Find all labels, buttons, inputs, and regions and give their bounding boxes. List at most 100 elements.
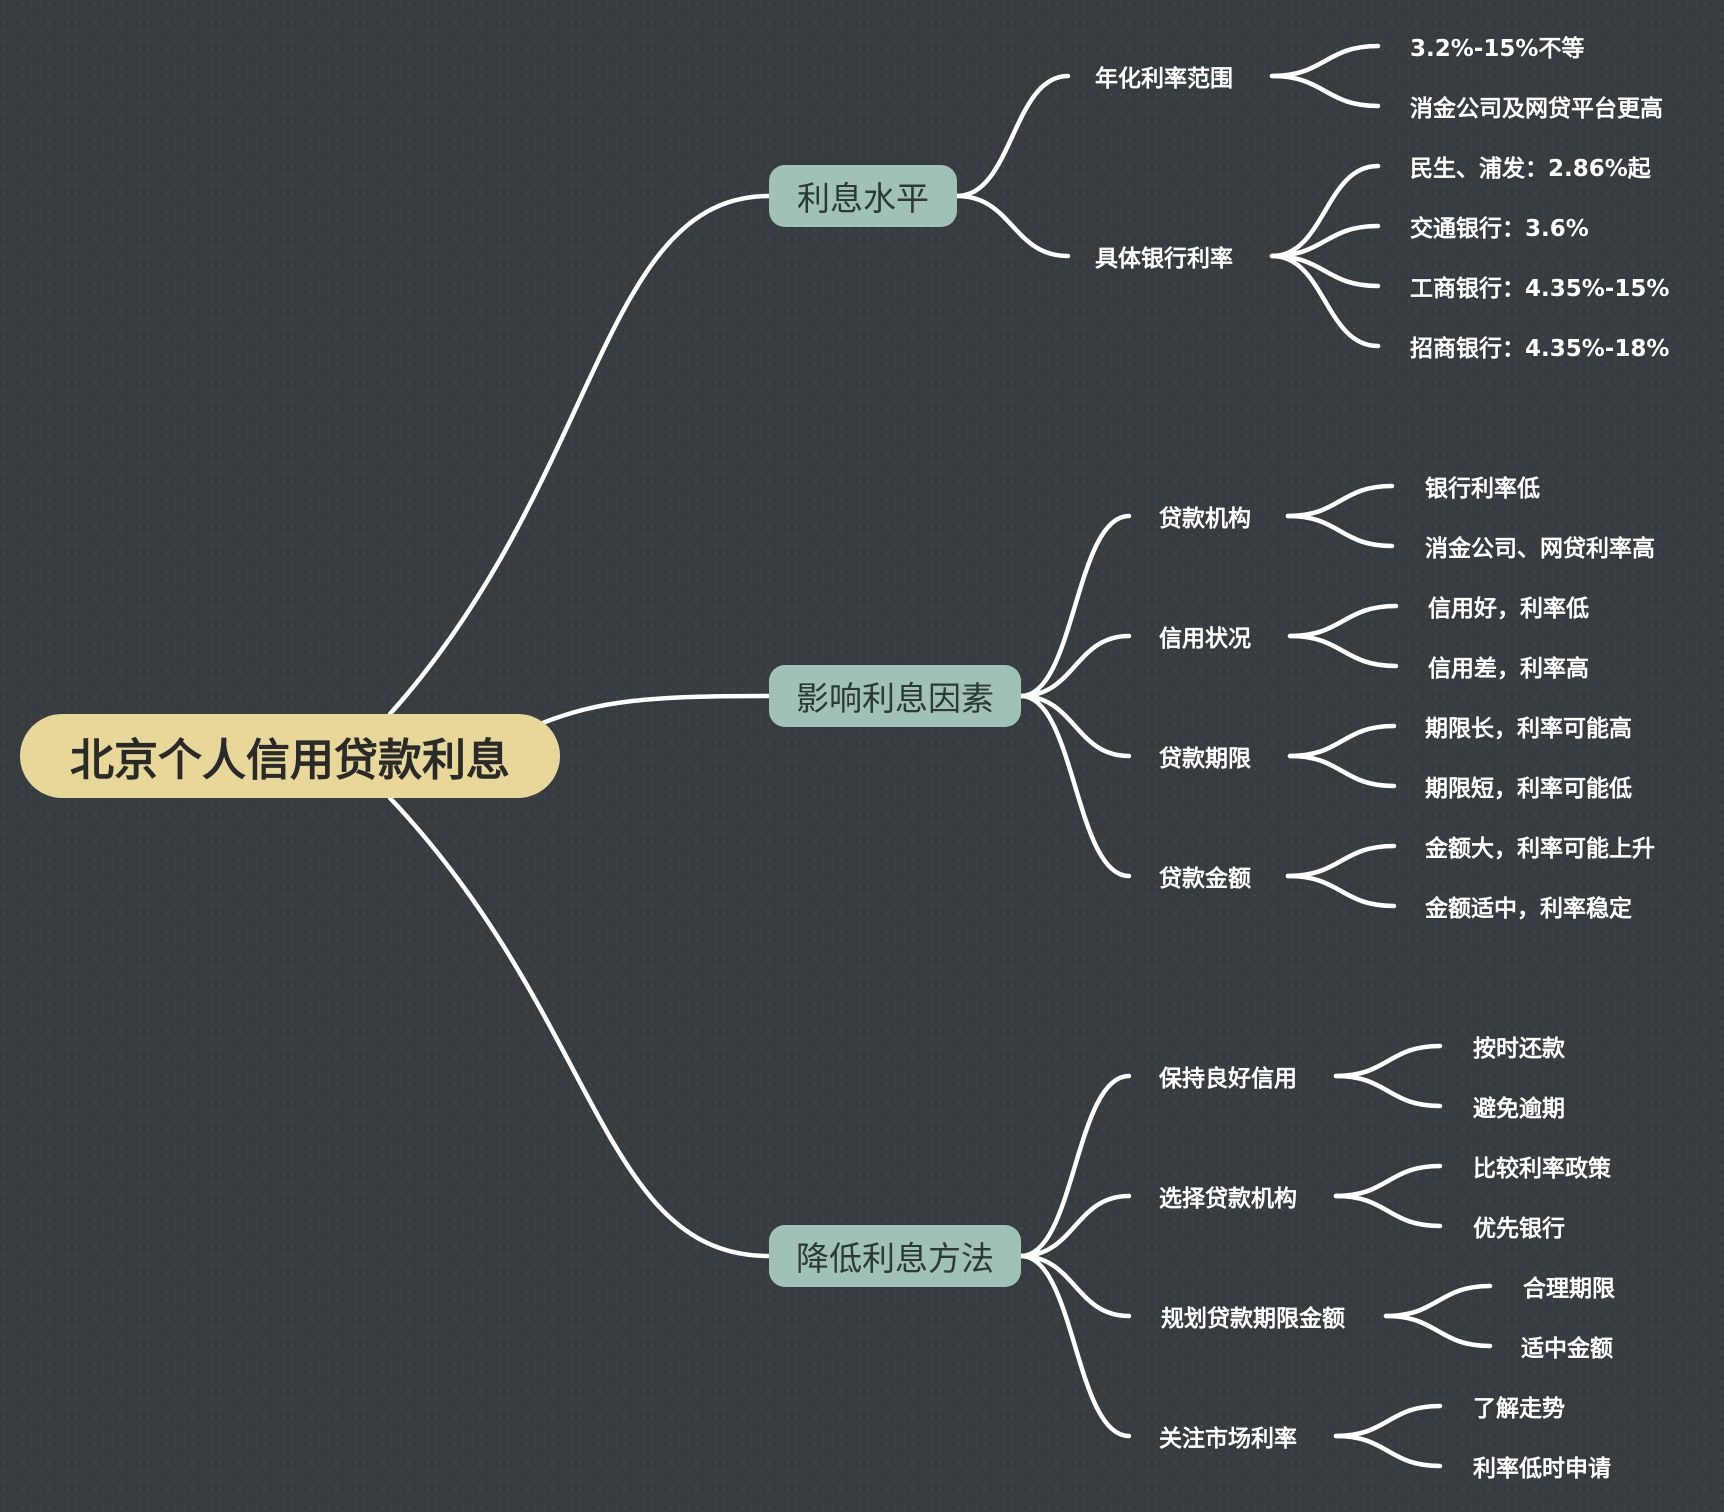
leaf-label: 比较利率政策 bbox=[1473, 1156, 1611, 1182]
branch-label: 降低利息方法 bbox=[796, 1239, 994, 1278]
leaf-node[interactable]: 交通银行：3.6% bbox=[1410, 208, 1589, 244]
leaf-link bbox=[1333, 1163, 1443, 1199]
leaf-link bbox=[1383, 1283, 1493, 1319]
sub-label: 信用状况 bbox=[1159, 626, 1251, 652]
leaf-label: 期限短，利率可能低 bbox=[1425, 776, 1632, 802]
leaf-node[interactable]: 期限短，利率可能低 bbox=[1425, 768, 1632, 804]
branch-label: 利息水平 bbox=[797, 179, 929, 218]
leaf-label: 信用差，利率高 bbox=[1428, 656, 1589, 682]
sub-node[interactable]: 贷款期限 bbox=[1159, 738, 1251, 774]
sub-label: 年化利率范围 bbox=[1095, 66, 1233, 92]
leaf-node[interactable]: 按时还款 bbox=[1473, 1028, 1565, 1064]
leaf-label: 信用好，利率低 bbox=[1428, 596, 1589, 622]
branch-link bbox=[1018, 1193, 1132, 1259]
sub-label: 贷款机构 bbox=[1159, 506, 1251, 532]
sub-node[interactable]: 规划贷款期限金额 bbox=[1161, 1298, 1345, 1334]
root-link bbox=[387, 795, 772, 1259]
leaf-link bbox=[1269, 43, 1381, 79]
leaf-label: 了解走势 bbox=[1473, 1396, 1565, 1422]
leaf-label: 民生、浦发：2.86%起 bbox=[1410, 156, 1651, 182]
sub-label: 贷款期限 bbox=[1159, 746, 1251, 772]
leaf-node[interactable]: 3.2%-15%不等 bbox=[1410, 28, 1584, 64]
leaf-label: 利率低时申请 bbox=[1473, 1456, 1611, 1482]
sub-node[interactable]: 年化利率范围 bbox=[1095, 58, 1233, 94]
leaf-link bbox=[1287, 723, 1397, 759]
leaf-node[interactable]: 民生、浦发：2.86%起 bbox=[1410, 148, 1651, 184]
leaf-node[interactable]: 金额适中，利率稳定 bbox=[1425, 888, 1632, 924]
leaf-link bbox=[1269, 73, 1381, 109]
leaf-node[interactable]: 工商银行：4.35%-15% bbox=[1410, 268, 1669, 304]
leaf-node[interactable]: 了解走势 bbox=[1473, 1388, 1565, 1424]
branch-link bbox=[954, 73, 1071, 199]
sub-label: 选择贷款机构 bbox=[1159, 1186, 1297, 1212]
leaf-label: 避免逾期 bbox=[1473, 1096, 1565, 1122]
leaf-link bbox=[1269, 253, 1381, 349]
sub-label: 规划贷款期限金额 bbox=[1161, 1306, 1345, 1332]
leaf-label: 期限长，利率可能高 bbox=[1425, 716, 1632, 742]
leaf-node[interactable]: 避免逾期 bbox=[1473, 1088, 1565, 1124]
sub-label: 贷款金额 bbox=[1159, 866, 1251, 892]
branch-link bbox=[1018, 633, 1132, 699]
leaf-label: 优先银行 bbox=[1473, 1216, 1565, 1242]
branch-link bbox=[954, 193, 1071, 259]
leaf-link bbox=[1333, 1193, 1443, 1229]
leaf-node[interactable]: 信用差，利率高 bbox=[1428, 648, 1589, 684]
leaf-node[interactable]: 信用好，利率低 bbox=[1428, 588, 1589, 624]
leaf-link bbox=[1287, 633, 1399, 669]
branch-link bbox=[1018, 513, 1132, 699]
leaf-node[interactable]: 银行利率低 bbox=[1425, 468, 1540, 504]
leaf-label: 消金公司及网贷平台更高 bbox=[1410, 96, 1663, 122]
branch-interest-level[interactable]: 利息水平 bbox=[769, 165, 957, 227]
leaf-link bbox=[1333, 1043, 1443, 1079]
leaf-node[interactable]: 适中金额 bbox=[1521, 1328, 1613, 1364]
leaf-label: 消金公司、网贷利率高 bbox=[1425, 536, 1655, 562]
sub-node[interactable]: 贷款金额 bbox=[1159, 858, 1251, 894]
sub-node[interactable]: 保持良好信用 bbox=[1159, 1058, 1297, 1094]
leaf-label: 金额适中，利率稳定 bbox=[1425, 896, 1632, 922]
leaf-node[interactable]: 优先银行 bbox=[1473, 1208, 1565, 1244]
leaf-node[interactable]: 消金公司、网贷利率高 bbox=[1425, 528, 1655, 564]
leaf-label: 银行利率低 bbox=[1425, 476, 1540, 502]
root-node[interactable]: 北京个人信用贷款利息 bbox=[20, 714, 560, 798]
sub-node[interactable]: 信用状况 bbox=[1159, 618, 1251, 654]
sub-node[interactable]: 选择贷款机构 bbox=[1159, 1178, 1297, 1214]
leaf-label: 按时还款 bbox=[1473, 1036, 1565, 1062]
leaf-link bbox=[1333, 1403, 1443, 1439]
leaf-node[interactable]: 比较利率政策 bbox=[1473, 1148, 1611, 1184]
leaf-node[interactable]: 合理期限 bbox=[1523, 1268, 1615, 1304]
branch-reduce-interest[interactable]: 降低利息方法 bbox=[769, 1225, 1021, 1287]
leaf-link bbox=[1333, 1073, 1443, 1109]
leaf-node[interactable]: 消金公司及网贷平台更高 bbox=[1410, 88, 1663, 124]
root-link bbox=[387, 193, 772, 717]
leaf-label: 3.2%-15%不等 bbox=[1410, 36, 1585, 62]
leaf-link bbox=[1383, 1313, 1493, 1349]
sub-label: 关注市场利率 bbox=[1159, 1426, 1297, 1452]
leaf-link bbox=[1285, 873, 1397, 909]
leaf-link bbox=[1285, 513, 1395, 549]
leaf-node[interactable]: 金额大，利率可能上升 bbox=[1425, 828, 1655, 864]
leaf-node[interactable]: 期限长，利率可能高 bbox=[1425, 708, 1632, 744]
leaf-label: 招商银行：4.35%-18% bbox=[1410, 336, 1670, 362]
leaf-link bbox=[1285, 843, 1397, 879]
leaf-link bbox=[1333, 1433, 1443, 1469]
leaf-node[interactable]: 招商银行：4.35%-18% bbox=[1410, 328, 1669, 364]
leaf-link bbox=[1269, 163, 1381, 259]
leaf-label: 适中金额 bbox=[1521, 1336, 1613, 1362]
leaf-label: 工商银行：4.35%-15% bbox=[1410, 276, 1670, 302]
branch-link bbox=[1018, 693, 1132, 879]
leaf-link bbox=[1287, 603, 1399, 639]
root-label: 北京个人信用贷款利息 bbox=[70, 735, 510, 786]
leaf-link bbox=[1287, 753, 1397, 789]
sub-label: 保持良好信用 bbox=[1159, 1066, 1297, 1092]
branch-link bbox=[1018, 1253, 1132, 1319]
leaf-label: 合理期限 bbox=[1523, 1276, 1615, 1302]
sub-node[interactable]: 具体银行利率 bbox=[1095, 238, 1233, 274]
branch-influencing-factors[interactable]: 影响利息因素 bbox=[769, 665, 1021, 727]
leaf-node[interactable]: 利率低时申请 bbox=[1473, 1448, 1611, 1484]
sub-node[interactable]: 关注市场利率 bbox=[1159, 1418, 1297, 1454]
sub-node[interactable]: 贷款机构 bbox=[1159, 498, 1251, 534]
leaf-label: 金额大，利率可能上升 bbox=[1425, 836, 1655, 862]
sub-label: 具体银行利率 bbox=[1095, 246, 1233, 272]
